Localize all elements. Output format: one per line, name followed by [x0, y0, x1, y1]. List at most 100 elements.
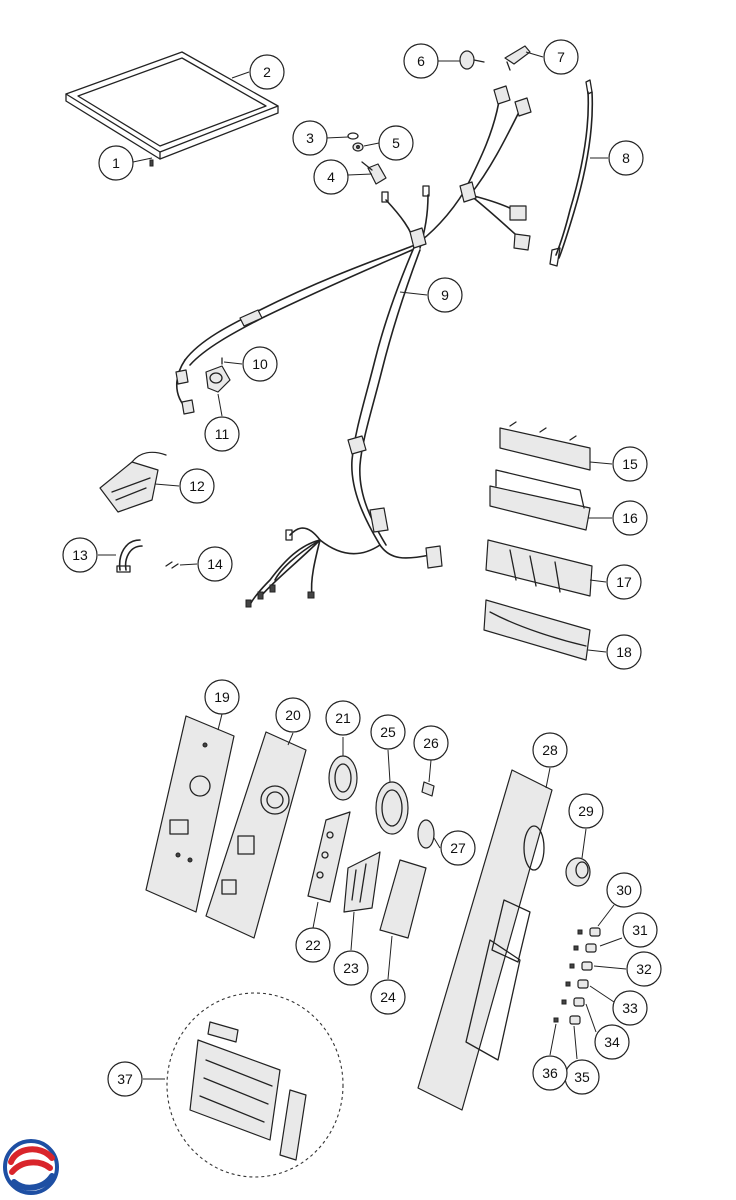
callout-4: 4 — [313, 159, 349, 195]
part-sensor-and-clip — [459, 45, 531, 71]
callout-number: 17 — [616, 574, 632, 590]
part-filter — [99, 451, 167, 513]
callout-number: 15 — [622, 456, 638, 472]
callout-number: 1 — [112, 155, 120, 171]
callout-37: 37 — [107, 1061, 143, 1097]
callout-circle — [275, 697, 311, 733]
callout-26: 26 — [413, 725, 449, 761]
callout-5: 5 — [378, 125, 414, 161]
callout-circle — [333, 950, 369, 986]
callout-number: 31 — [632, 922, 648, 938]
callout-15: 15 — [612, 446, 648, 482]
callout-circle — [606, 634, 642, 670]
callout-circle — [626, 951, 662, 987]
callout-circle — [403, 43, 439, 79]
callout-circle — [622, 912, 658, 948]
callout-circle — [606, 872, 642, 908]
callout-number: 21 — [335, 710, 351, 726]
callout-12: 12 — [179, 468, 215, 504]
callout-21: 21 — [325, 700, 361, 736]
callout-circle — [98, 145, 134, 181]
callout-32: 32 — [626, 951, 662, 987]
part-ribbon-cable — [549, 79, 594, 267]
callout-circle — [608, 140, 644, 176]
part-front-panel — [417, 769, 553, 1111]
callout-number: 36 — [542, 1065, 558, 1081]
part-knob — [565, 857, 591, 887]
callout-circle — [204, 679, 240, 715]
callout-20: 20 — [275, 697, 311, 733]
callout-number: 10 — [252, 356, 268, 372]
callout-number: 25 — [380, 724, 396, 740]
callout-17: 17 — [606, 564, 642, 600]
callout-circle — [242, 346, 278, 382]
callout-circle — [62, 537, 98, 573]
callout-number: 13 — [72, 547, 88, 563]
part-display-components — [307, 755, 435, 939]
callout-1: 1 — [98, 145, 134, 181]
callout-circle — [204, 416, 240, 452]
callout-number: 30 — [616, 882, 632, 898]
callout-16: 16 — [612, 500, 648, 536]
callout-circle — [532, 1055, 568, 1091]
brand-logo-icon — [3, 1139, 59, 1195]
callout-circle — [295, 927, 331, 963]
part-panel-modules — [483, 421, 593, 661]
callout-28: 28 — [532, 732, 568, 768]
callout-circle — [606, 564, 642, 600]
callout-number: 29 — [578, 803, 594, 819]
callout-number: 22 — [305, 937, 321, 953]
callout-number: 32 — [636, 961, 652, 977]
callout-18: 18 — [606, 634, 642, 670]
leader-lines — [98, 51, 627, 1080]
callout-number: 28 — [542, 742, 558, 758]
callout-number: 35 — [574, 1069, 590, 1085]
callout-circle — [325, 700, 361, 736]
callout-circle — [197, 546, 233, 582]
callout-circle — [612, 990, 648, 1026]
callout-6: 6 — [403, 43, 439, 79]
part-wiring-harness — [175, 85, 532, 608]
callout-circle — [612, 500, 648, 536]
callout-number: 9 — [441, 287, 449, 303]
part-hose-and-screws — [116, 539, 179, 573]
callout-2: 2 — [249, 54, 285, 90]
part-detail-view — [166, 992, 344, 1178]
callout-number: 7 — [557, 49, 565, 65]
callout-34: 34 — [594, 1024, 630, 1060]
callout-7: 7 — [543, 39, 579, 75]
callout-number: 24 — [380, 989, 396, 1005]
callout-number: 4 — [327, 169, 335, 185]
callout-number: 14 — [207, 556, 223, 572]
callout-number: 33 — [622, 1000, 638, 1016]
callout-circle — [413, 725, 449, 761]
part-lid-frame — [65, 51, 279, 167]
callout-number: 11 — [215, 426, 230, 442]
callout-circle — [378, 125, 414, 161]
callout-31: 31 — [622, 912, 658, 948]
callout-number: 26 — [423, 735, 439, 751]
callout-circle — [370, 714, 406, 750]
callout-9: 9 — [427, 277, 463, 313]
part-pcb-housing — [205, 731, 307, 939]
callout-number: 19 — [214, 689, 230, 705]
callout-circle — [568, 793, 604, 829]
callout-14: 14 — [197, 546, 233, 582]
part-sensor-bracket — [205, 357, 231, 393]
callout-36: 36 — [532, 1055, 568, 1091]
callout-25: 25 — [370, 714, 406, 750]
callout-circle — [427, 277, 463, 313]
callout-11: 11 — [204, 416, 240, 452]
part-small-fittings — [347, 132, 387, 185]
callout-circle — [370, 979, 406, 1015]
callout-number: 3 — [306, 130, 314, 146]
callout-number: 18 — [616, 644, 632, 660]
callout-3: 3 — [292, 120, 328, 156]
callout-number: 2 — [263, 64, 271, 80]
callout-circle — [543, 39, 579, 75]
callout-number: 6 — [417, 53, 425, 69]
callout-number: 37 — [117, 1071, 133, 1087]
callout-35: 35 — [564, 1059, 600, 1095]
callout-number: 27 — [450, 840, 466, 856]
